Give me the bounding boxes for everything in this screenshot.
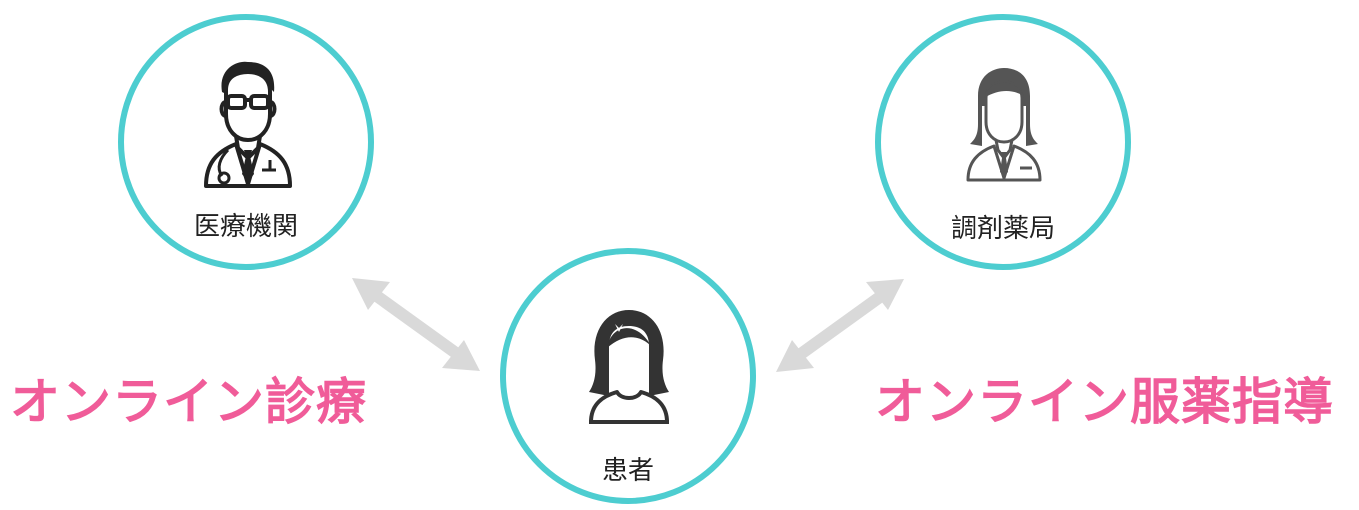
double-arrow-right: [776, 279, 904, 372]
online-consultation-caption: オンライン診療: [10, 373, 367, 431]
patient-label: 患者: [601, 456, 654, 486]
clinic-node: 医療機関: [118, 14, 374, 270]
pharmacy-node: 調剤薬局: [875, 14, 1131, 270]
patient-icon: [589, 310, 669, 424]
pharmacist-icon: [966, 68, 1042, 182]
pharmacy-label: 調剤薬局: [950, 214, 1055, 244]
online-medication-guidance-caption: オンライン服薬指導: [875, 373, 1334, 431]
double-arrow-left: [352, 278, 480, 371]
clinic-label: 医療機関: [193, 212, 298, 242]
doctor-icon: [204, 61, 292, 188]
patient-node: 患者: [500, 248, 756, 504]
